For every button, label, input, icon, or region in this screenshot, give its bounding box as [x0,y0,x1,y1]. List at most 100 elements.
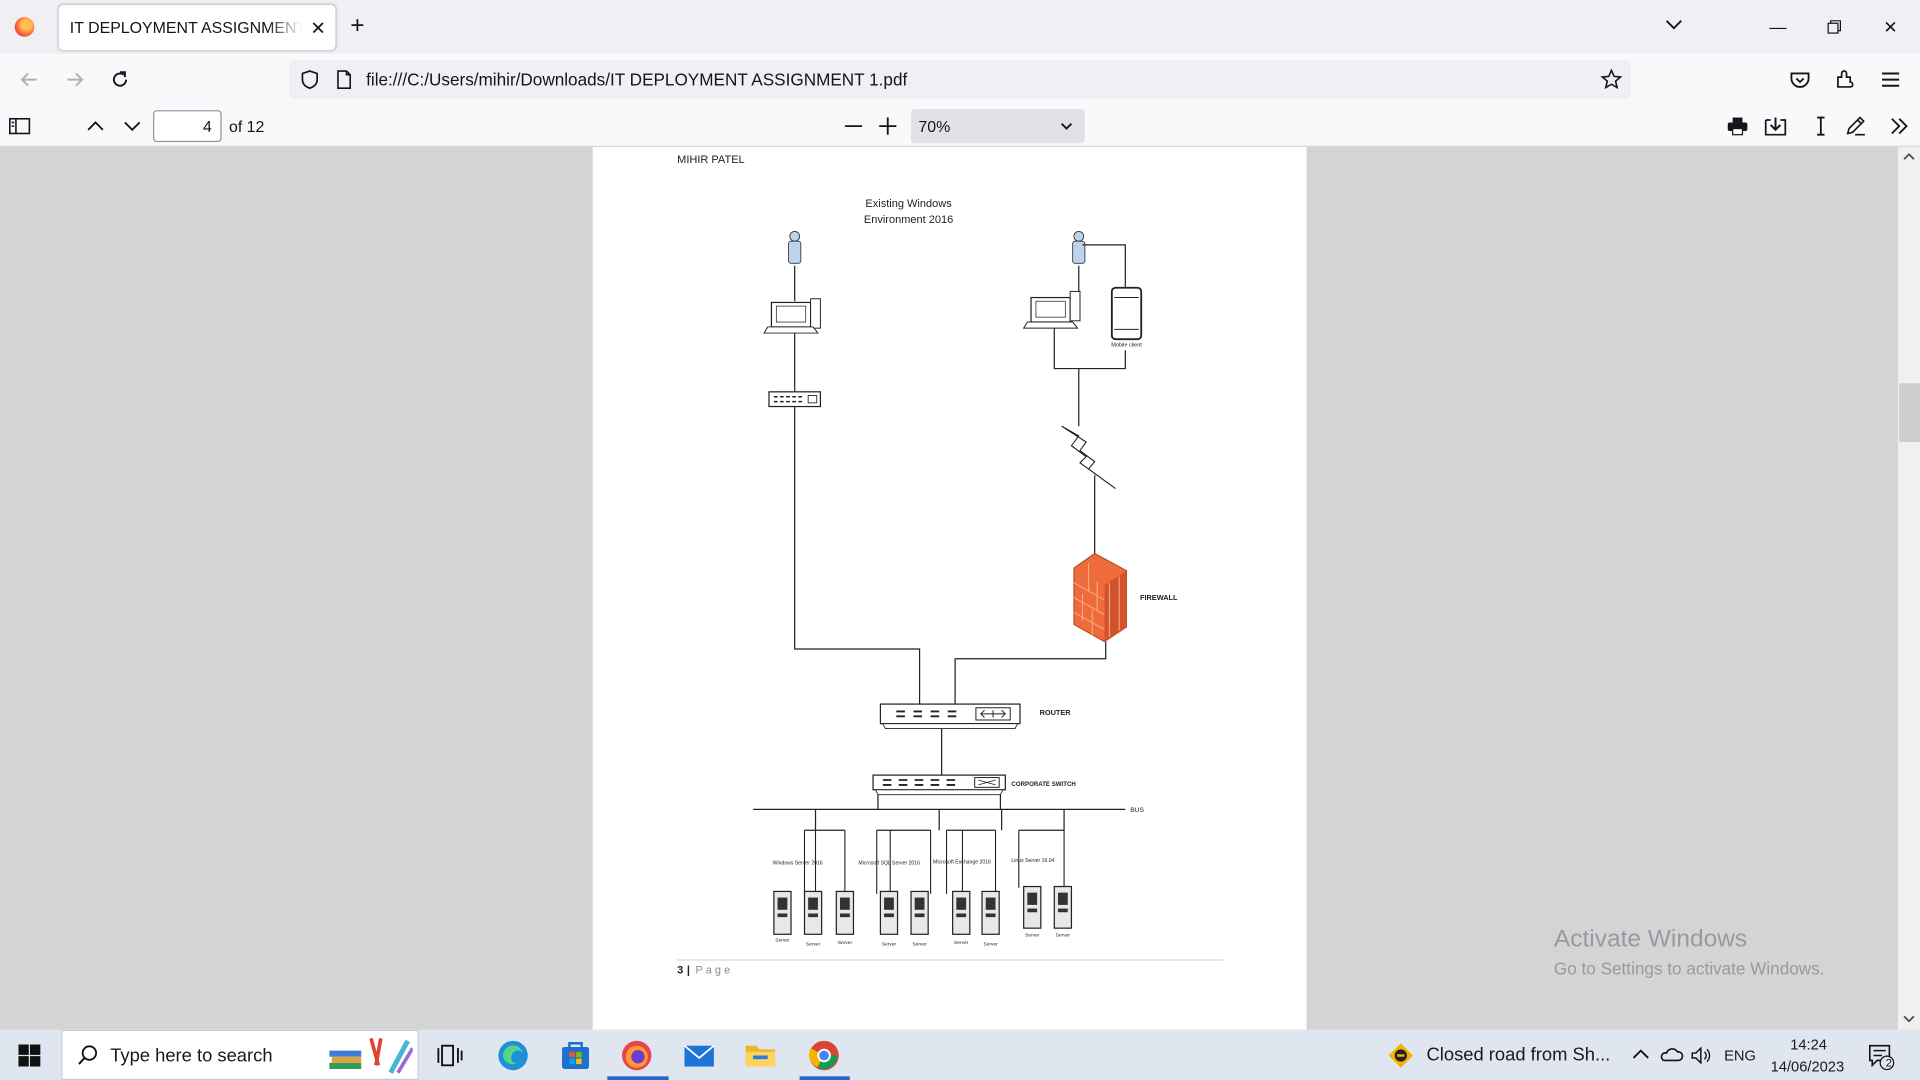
tab-title: IT DEPLOYMENT ASSIGNMENT 1.pdf [69,18,303,37]
page-number-input[interactable]: 4 [153,110,222,143]
microsoft-store-icon[interactable] [560,1040,592,1072]
server-icon [981,890,1000,935]
server-label: Server [954,940,969,946]
search-placeholder: Type here to search [110,1045,273,1067]
shield-icon[interactable] [299,69,321,91]
pdf-viewer[interactable]: MIHIR PATEL Existing Windows Environment… [0,146,1920,1030]
zoom-chevron-down-icon [1060,123,1073,130]
footer-page-number: 3 [677,964,683,976]
chrome-icon[interactable] [808,1040,840,1072]
notification-count-badge: 2 [1885,1056,1892,1069]
windows-start-icon[interactable] [18,1044,41,1067]
mobile-client-label: Mobile client [1111,343,1142,349]
activate-subtitle: Go to Settings to activate Windows. [1553,958,1825,979]
sidebar-toggle-icon[interactable] [9,115,31,137]
router-icon [879,703,1021,730]
new-tab-plus-icon[interactable]: + [350,12,365,40]
workstation-icon-right [1022,290,1081,329]
activate-title: Activate Windows [1553,925,1748,953]
url-text: file:///C:/Users/mihir/Downloads/IT DEPL… [366,69,908,90]
list-tabs-chevron-down-icon[interactable] [1664,15,1684,35]
task-view-icon[interactable] [435,1040,467,1072]
windows-taskbar: Type here to search Closed road from Sh.… [0,1029,1920,1080]
notification-center-icon[interactable] [1867,1043,1895,1071]
language-indicator[interactable]: ENG [1724,1046,1756,1065]
draw-icon[interactable] [1844,115,1866,137]
group-label-windows: Windows Server 2016 [773,860,823,866]
traffic-alert-icon [1388,1043,1414,1068]
minimize-icon[interactable]: — [1769,17,1787,37]
firewall-label: FIREWALL [1140,593,1178,602]
onedrive-cloud-icon[interactable] [1659,1046,1684,1063]
vertical-scrollbar[interactable] [1897,146,1920,1030]
clock-date[interactable]: 14/06/2023 [1770,1057,1845,1076]
scroll-up-arrow-icon[interactable] [1902,151,1917,163]
firefox-logo-icon [14,17,35,37]
url-bar[interactable]: file:///C:/Users/mihir/Downloads/IT DEPL… [288,60,1632,100]
volume-icon[interactable] [1690,1046,1712,1066]
user-icon-right [1072,231,1086,264]
mail-icon[interactable] [683,1040,715,1072]
clock-time[interactable]: 14:24 [1790,1035,1827,1054]
zoom-out-icon[interactable] [842,115,864,137]
zoom-in-icon[interactable] [877,115,899,137]
server-label: Server [882,941,897,947]
close-window-icon[interactable]: ✕ [1883,17,1898,37]
extensions-icon[interactable] [1833,67,1857,91]
wan-link-icon [1061,425,1116,490]
restore-icon[interactable] [1806,10,1862,44]
save-icon[interactable] [1764,115,1787,137]
taskbar-search-box[interactable]: Type here to search [61,1029,419,1080]
server-label: Server [912,941,927,947]
previous-page-chevron-up-icon[interactable] [84,115,106,137]
group-label-sql: Microsoft SQL Server 2016 [858,860,920,866]
menu-icon[interactable] [1878,67,1902,91]
server-icon [1023,885,1042,929]
active-tab[interactable]: IT DEPLOYMENT ASSIGNMENT 1.pdf ✕ [58,4,336,51]
server-icon [910,890,929,935]
server-label: Server [806,941,821,947]
text-cursor-icon[interactable] [1810,115,1832,137]
server-icon [879,890,899,935]
show-hidden-icons-chevron-up-icon[interactable] [1632,1048,1649,1060]
back-icon[interactable] [17,67,41,91]
server-label: Server [983,941,998,947]
diagram-title-line1: Existing Windows [865,198,952,210]
diagram-title-line2: Environment 2016 [864,214,953,226]
forward-icon[interactable] [62,67,86,91]
chrome-active-indicator [799,1076,850,1080]
pdf-toolbar: 4 of 12 70% [0,105,1920,147]
author-name: MIHIR PATEL [677,154,745,166]
bookmark-star-icon[interactable] [1600,68,1623,91]
scroll-down-arrow-icon[interactable] [1902,1013,1917,1025]
network-diagram: MIHIR PATEL Existing Windows Environment… [677,154,1224,976]
server-icon [835,890,855,935]
server-icon [952,890,971,935]
news-widget-text[interactable]: Closed road from Sh... [1426,1044,1611,1066]
search-highlight-illustration-icon [329,1037,413,1074]
bus-label: BUS [1130,807,1144,814]
workstation-icon-left [763,298,821,334]
corporate-switch-icon [872,774,1006,796]
activate-windows-watermark: Activate Windows Go to Settings to activ… [1554,926,1825,979]
next-page-chevron-down-icon[interactable] [121,115,143,137]
footer-separator: | [687,964,690,976]
footer-page-word: P a g e [696,964,731,976]
more-tools-icon[interactable] [1888,115,1910,137]
scrollbar-thumb[interactable] [1899,383,1920,443]
router-label: ROUTER [1040,708,1072,717]
reload-icon[interactable] [108,67,132,91]
file-explorer-folder-icon[interactable] [744,1040,776,1072]
pocket-icon[interactable] [1788,67,1812,91]
zoom-select[interactable]: 70% [911,108,1085,144]
group-label-linux: Linux Server 16.04 [1011,858,1054,864]
print-icon[interactable] [1727,115,1749,137]
tab-close-icon[interactable]: ✕ [310,18,326,40]
server-label: Server [838,940,853,946]
server-label: Server [1025,933,1040,939]
pdf-page: MIHIR PATEL Existing Windows Environment… [592,146,1307,1030]
firefox-taskbar-icon[interactable] [621,1040,653,1072]
server-icon [1053,885,1073,929]
firefox-active-indicator [607,1076,669,1080]
edge-browser-icon[interactable] [497,1040,529,1072]
